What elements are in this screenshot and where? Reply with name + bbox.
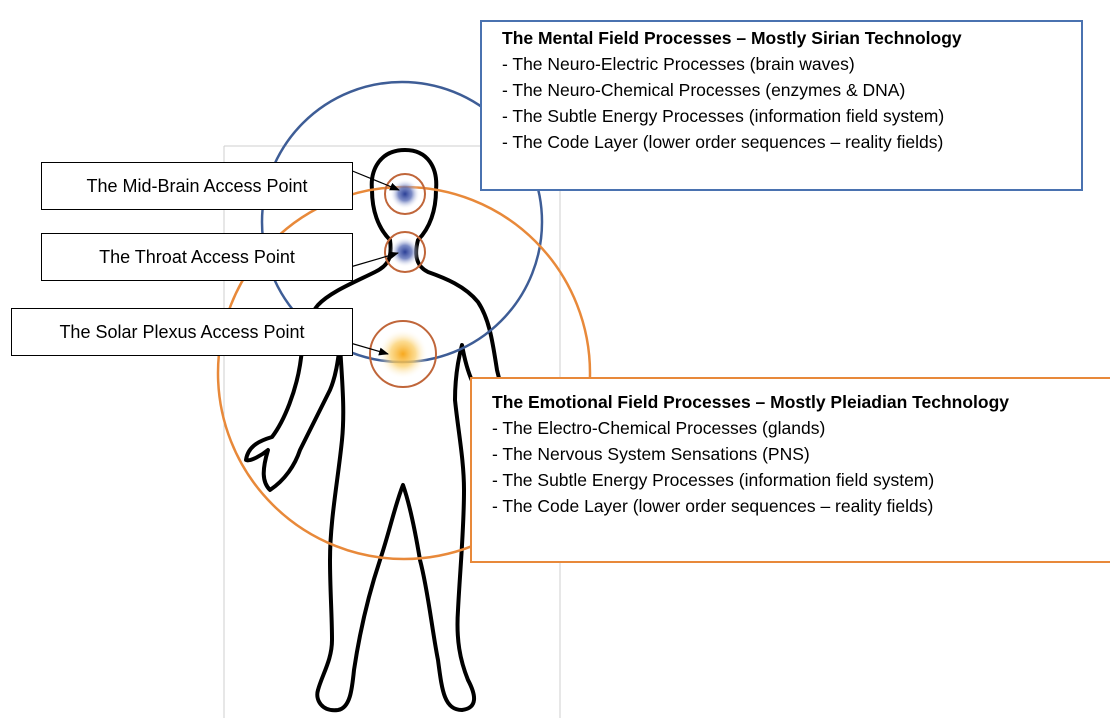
throat-label: The Throat Access Point [41,233,353,281]
emotional-field-box: The Emotional Field Processes – Mostly P… [470,377,1110,563]
throat-glow [390,237,420,267]
mid-brain-arrow [349,169,400,191]
mental-field-item: - The Code Layer (lower order sequences … [502,132,944,152]
throat-ring [384,231,426,273]
mid-brain-label: The Mid-Brain Access Point [41,162,353,210]
mid-brain-glow [390,179,420,209]
solar-plexus-label: The Solar Plexus Access Point [11,308,353,356]
emotional-field-item: - The Nervous System Sensations (PNS) [492,444,810,464]
emotional-field-item: - The Electro-Chemical Processes (glands… [492,418,826,438]
mental-field-box: The Mental Field Processes – Mostly Siri… [480,20,1083,191]
mid-brain-ring [384,173,426,215]
mental-field-title: The Mental Field Processes – Mostly Siri… [502,28,962,48]
solar-plexus-glow [378,329,428,379]
mental-field-item: - The Subtle Energy Processes (informati… [502,106,945,126]
emotional-field-title: The Emotional Field Processes – Mostly P… [492,392,1010,412]
emotional-field-item: - The Code Layer (lower order sequences … [492,496,934,516]
solar-plexus-ring [369,320,437,388]
mental-field-item: - The Neuro-Chemical Processes (enzymes … [502,80,906,100]
mental-field-item: - The Neuro-Electric Processes (brain wa… [502,54,855,74]
emotional-field-item: - The Subtle Energy Processes (informati… [492,470,935,490]
